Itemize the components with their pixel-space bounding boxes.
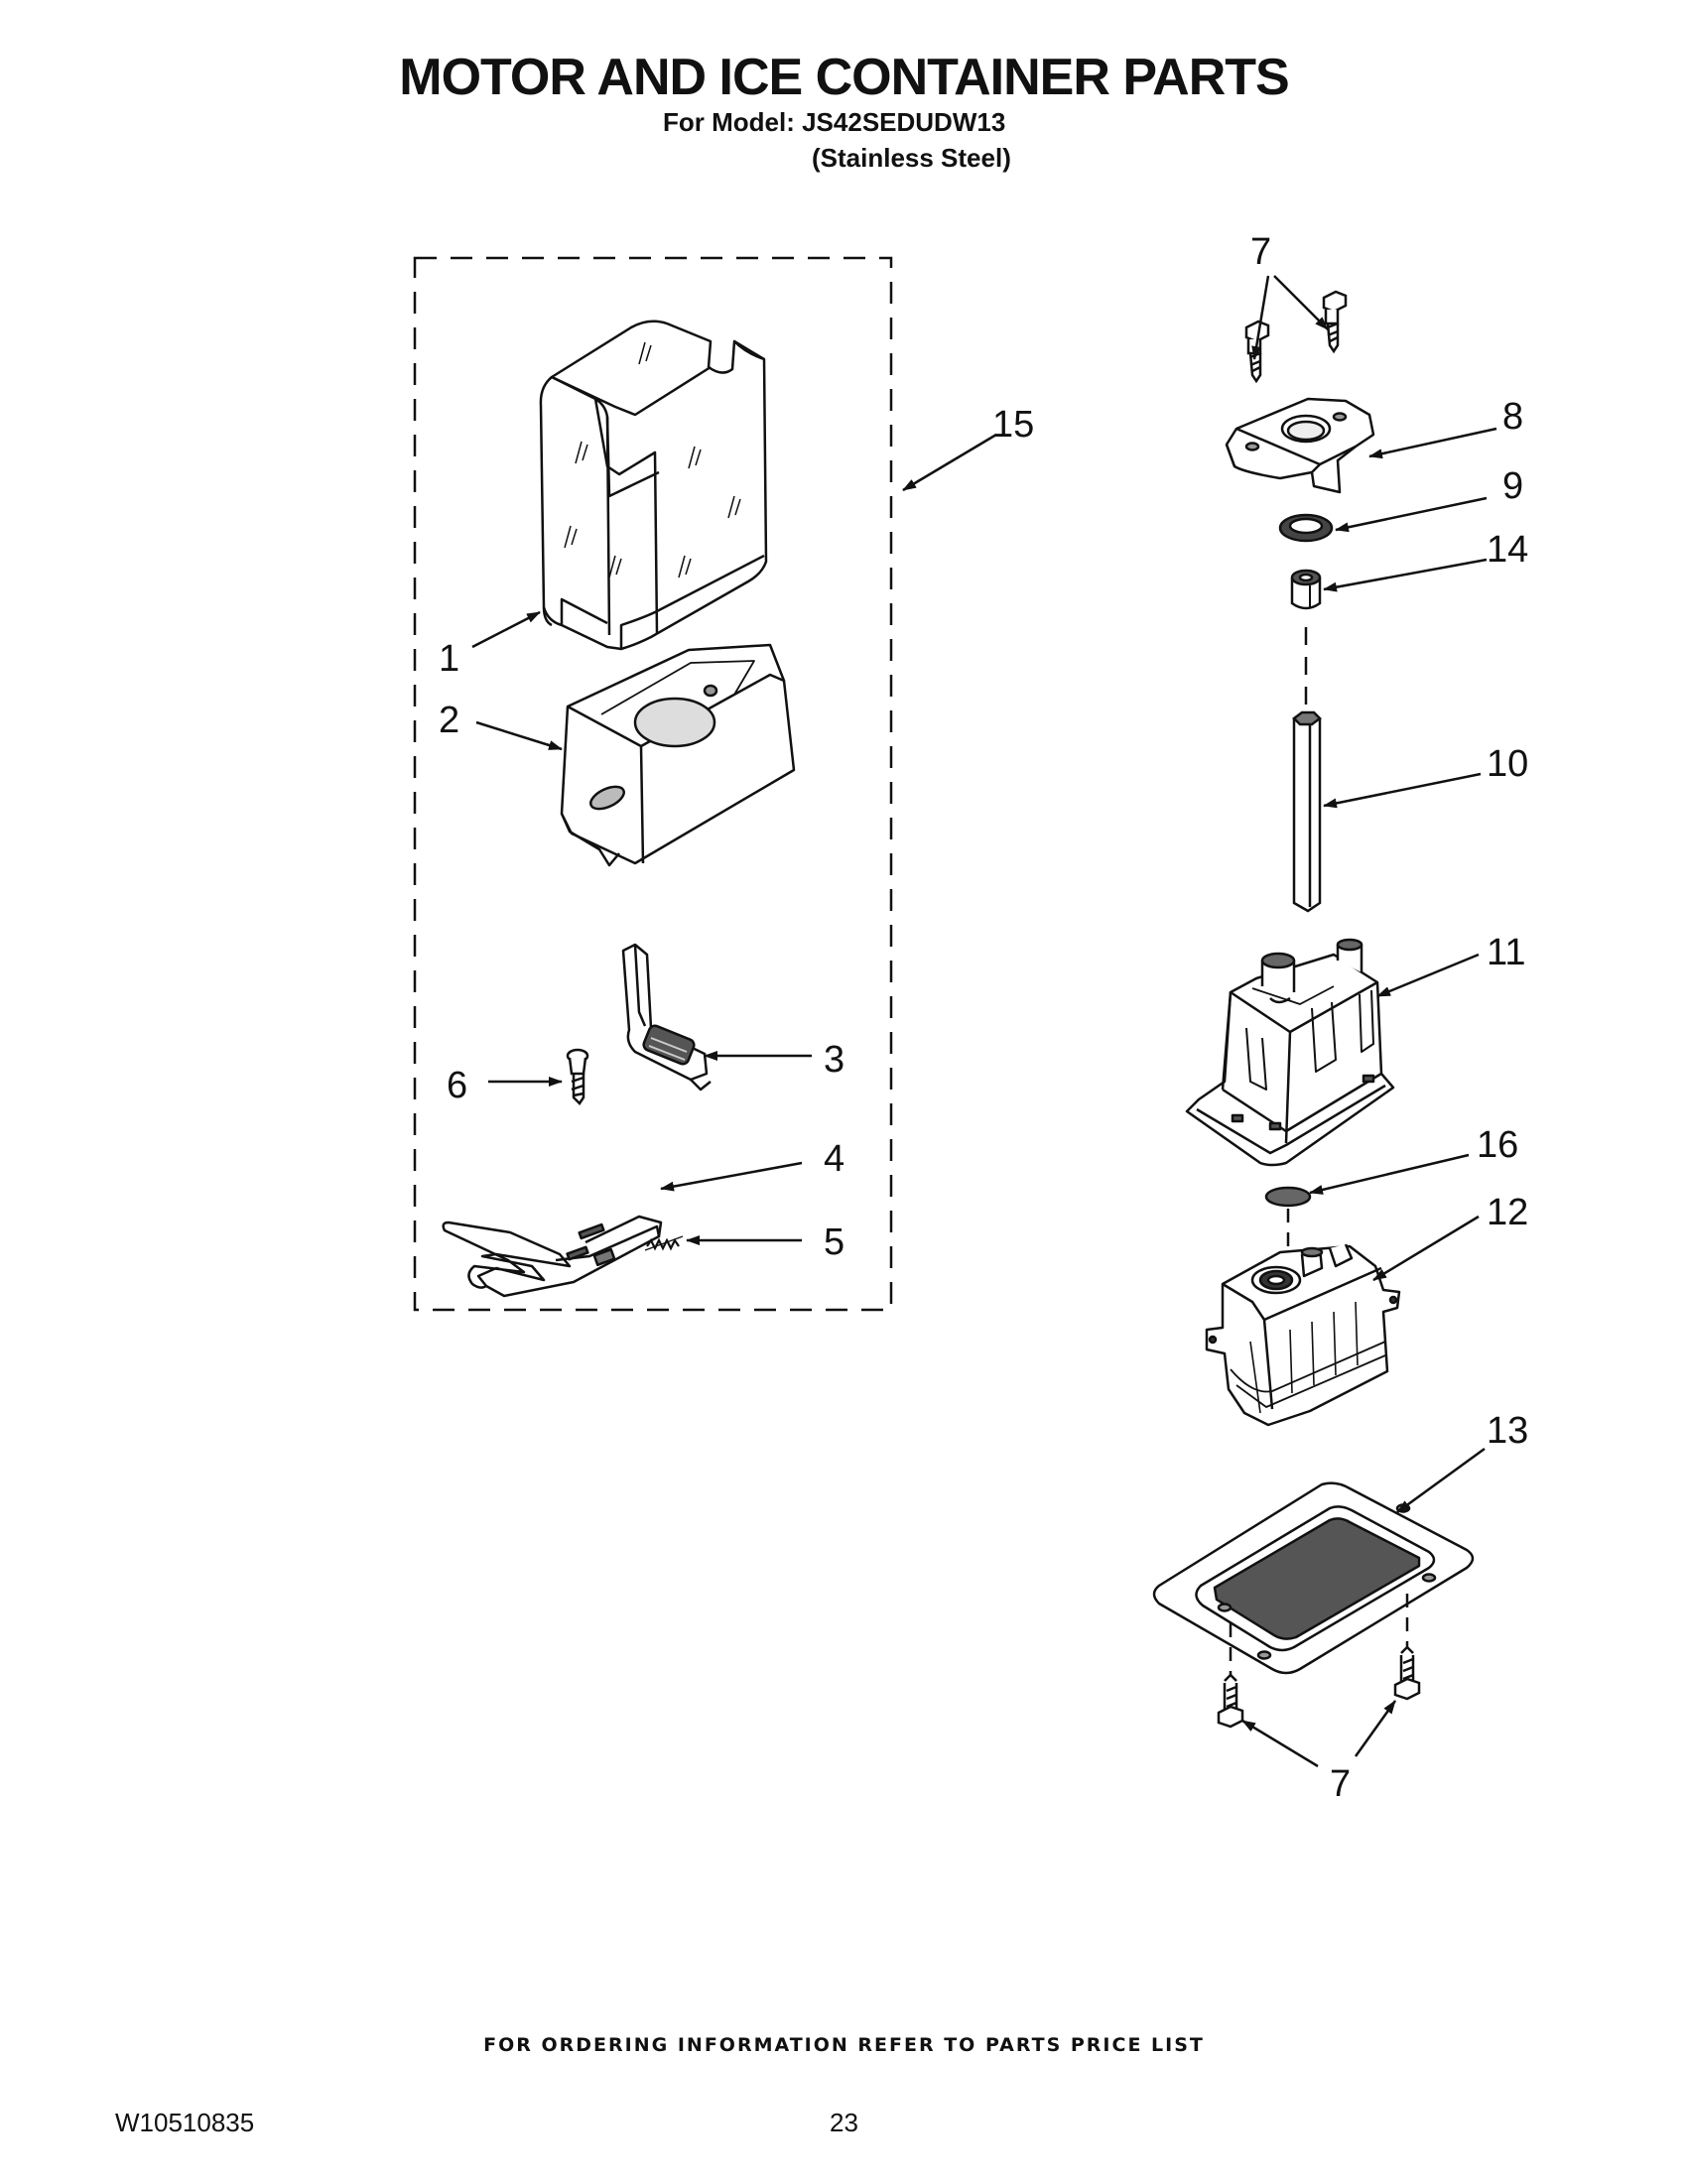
page-title: MOTOR AND ICE CONTAINER PARTS — [399, 49, 1289, 106]
callout-1: 1 — [439, 638, 459, 680]
screw-part-7-top-right — [1322, 290, 1348, 354]
callout-16: 16 — [1477, 1124, 1518, 1166]
drive-shaft — [1292, 710, 1322, 913]
screw-part-7-bottom-right — [1393, 1645, 1421, 1701]
pad-part-16 — [1264, 1186, 1312, 1208]
mounting-gasket — [1152, 1481, 1475, 1675]
finish-line: (Stainless Steel) — [812, 143, 1011, 173]
ordering-note: FOR ORDERING INFORMATION REFER TO PARTS … — [483, 2034, 1205, 2056]
callout-8: 8 — [1502, 396, 1523, 438]
callout-7-top: 7 — [1250, 231, 1271, 273]
callout-12: 12 — [1487, 1192, 1528, 1233]
kit-boundary-dashed — [413, 256, 893, 1312]
leader-11 — [1376, 953, 1480, 998]
page-number: 23 — [830, 2108, 858, 2137]
leader-13 — [1396, 1447, 1486, 1514]
leader-2 — [475, 720, 563, 751]
model-line: For Model: JS42SEDUDW13 — [663, 107, 1006, 137]
leader-14 — [1323, 558, 1488, 592]
leader-7-top-a — [1251, 275, 1270, 360]
gear-motor — [1205, 1243, 1401, 1427]
callout-14: 14 — [1487, 529, 1528, 571]
screw-part-7-top-left — [1244, 320, 1270, 384]
leader-16 — [1309, 1153, 1470, 1195]
leader-7-top-b — [1273, 275, 1329, 330]
callout-13: 13 — [1487, 1410, 1528, 1452]
leader-15 — [902, 433, 997, 492]
shutter-bracket — [621, 943, 712, 1092]
leader-10 — [1323, 772, 1482, 809]
screw-part-6 — [566, 1048, 589, 1105]
leader-7-bottom-b — [1354, 1700, 1397, 1757]
callout-2: 2 — [439, 700, 459, 741]
document-number: W10510835 — [115, 2108, 255, 2137]
leader-1 — [471, 610, 541, 649]
callout-3: 3 — [824, 1039, 844, 1081]
callout-4: 4 — [824, 1138, 844, 1180]
actuator-lever — [442, 1215, 663, 1298]
ice-container-liner — [539, 320, 768, 651]
callout-9: 9 — [1502, 465, 1523, 507]
callout-15: 15 — [992, 404, 1034, 446]
leader-12 — [1372, 1215, 1480, 1282]
motor-housing — [1185, 938, 1395, 1167]
screw-part-7-bottom-left — [1217, 1673, 1244, 1729]
callout-11: 11 — [1487, 932, 1525, 973]
bushing-part-14 — [1290, 569, 1322, 610]
callout-7-bottom: 7 — [1330, 1763, 1351, 1805]
callout-5: 5 — [824, 1221, 844, 1263]
leader-8 — [1368, 427, 1497, 459]
callout-10: 10 — [1487, 743, 1528, 785]
bearing-plate — [1225, 397, 1375, 494]
callout-6: 6 — [447, 1065, 467, 1106]
ice-container-funnel — [560, 643, 796, 867]
spring-part-5 — [644, 1235, 684, 1251]
leader-4 — [660, 1161, 803, 1192]
washer-part-9 — [1278, 513, 1334, 543]
leader-7-bottom-a — [1241, 1719, 1319, 1768]
leader-9 — [1335, 496, 1488, 533]
leader-arrows — [471, 275, 1497, 1768]
